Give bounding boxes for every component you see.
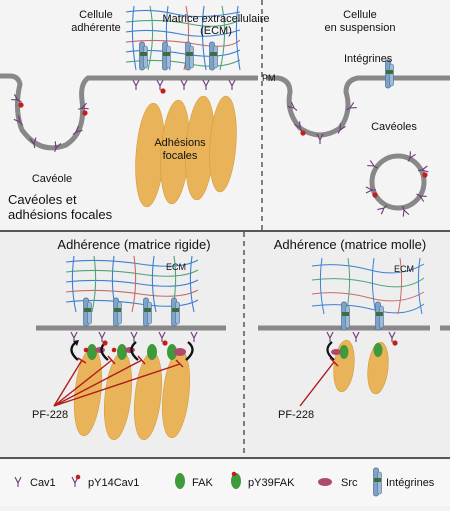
membrane-top-right bbox=[266, 75, 450, 138]
phospho-cav1-dot bbox=[162, 340, 168, 346]
phospho-cav1-dot bbox=[18, 102, 24, 108]
label-suspension-cell-l1: Cellule bbox=[343, 9, 377, 21]
focal-adhesions-rigid bbox=[73, 347, 191, 441]
legend-item-integrins: Intégrines bbox=[373, 467, 435, 497]
svg-text:FAK: FAK bbox=[192, 477, 213, 489]
svg-text:pY39FAK: pY39FAK bbox=[248, 477, 295, 489]
label-adherent-cell-l2: adhérente bbox=[71, 22, 121, 34]
phospho-cav1-dot bbox=[372, 192, 378, 198]
phospho-cav1-dot bbox=[422, 172, 428, 178]
legend-item-fak: FAK bbox=[175, 473, 213, 489]
label-panel-title-l2: adhésions focales bbox=[8, 207, 113, 222]
feedback-arrow-soft bbox=[326, 341, 335, 361]
membrane-top-left bbox=[0, 73, 258, 151]
label-pf228-rigid: PF-228 bbox=[32, 409, 68, 421]
label-ecm-rigid: ECM bbox=[166, 262, 186, 272]
label-adherent-cell-l1: Cellule bbox=[79, 9, 113, 21]
phospho-cav1-dot bbox=[82, 110, 88, 116]
label-focal-adhesions-l2: focales bbox=[163, 150, 198, 162]
label-focal-adhesions-l1: Adhésions bbox=[154, 137, 206, 149]
legend-item-cav1: Cav1 bbox=[14, 476, 56, 489]
legend: Cav1 pY14Cav1 FAK pY39FAK Src Intégrines bbox=[14, 467, 435, 497]
label-pm: PM bbox=[262, 73, 276, 83]
focal-adhesions-top bbox=[135, 95, 237, 208]
label-caveola: Cavéole bbox=[32, 173, 72, 185]
ecm-mesh-soft bbox=[311, 257, 425, 315]
label-soft-title: Adhérence (matrice molle) bbox=[274, 237, 426, 252]
label-ecm-soft: ECM bbox=[394, 264, 414, 274]
phospho-cav1-dot bbox=[392, 340, 398, 346]
cav1-markers bbox=[10, 79, 429, 346]
svg-text:Cav1: Cav1 bbox=[30, 477, 56, 489]
label-caveolae: Cavéoles bbox=[371, 121, 417, 133]
focal-adhesions-soft bbox=[333, 339, 389, 395]
svg-text:Src: Src bbox=[341, 477, 358, 489]
label-suspension-cell-l2: en suspension bbox=[325, 22, 396, 34]
label-ecm-l1: Matrice extracellulaire bbox=[163, 13, 270, 25]
legend-bar bbox=[0, 459, 450, 506]
phospho-cav1-dot bbox=[102, 340, 108, 346]
svg-text:pY14Cav1: pY14Cav1 bbox=[88, 477, 139, 489]
legend-item-py14cav1: pY14Cav1 bbox=[71, 474, 139, 489]
phospho-cav1-dot bbox=[300, 130, 306, 136]
fak-markers-soft bbox=[331, 343, 383, 359]
label-ecm-l2: (ECM) bbox=[200, 25, 232, 37]
label-rigid-title: Adhérence (matrice rigide) bbox=[57, 237, 210, 252]
pf228-inhibition-soft bbox=[299, 357, 339, 407]
label-integrins: Intégrines bbox=[344, 53, 393, 65]
free-caveola-vesicle bbox=[369, 153, 427, 211]
legend-item-src: Src bbox=[318, 477, 358, 489]
svg-text:Intégrines: Intégrines bbox=[386, 477, 435, 489]
label-pf228-soft: PF-228 bbox=[278, 409, 314, 421]
legend-item-py39fak: pY39FAK bbox=[231, 471, 295, 489]
pf228-inhibition-rigid bbox=[53, 355, 184, 407]
label-panel-title-l1: Cavéoles et bbox=[8, 192, 77, 207]
phospho-cav1-dot bbox=[160, 88, 166, 94]
